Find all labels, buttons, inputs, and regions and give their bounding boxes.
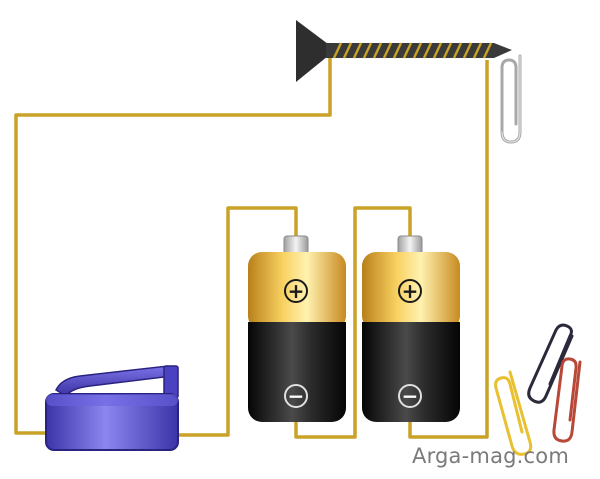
- screw-head: [296, 20, 328, 82]
- wire-switch-to-left-battery: [178, 206, 298, 437]
- battery-negative-half: [362, 322, 460, 422]
- paperclip-icon: [500, 54, 522, 144]
- switch-lever: [55, 365, 174, 397]
- clip-dark: [527, 323, 574, 404]
- svg-text:−: −: [402, 384, 419, 408]
- watermark-text: Arga-mag.com: [412, 444, 569, 468]
- battery-right: + −: [362, 235, 460, 422]
- lever-switch-icon: [45, 365, 179, 451]
- battery-positive-half: [362, 252, 460, 330]
- battery-left: + −: [248, 235, 346, 422]
- wire-left-to-right-battery: [294, 206, 412, 439]
- screw-tip: [494, 43, 512, 58]
- clip-yellow: [494, 370, 533, 456]
- clip-red: [552, 357, 582, 443]
- wire-screw-to-switch: [14, 52, 332, 435]
- battery-negative-half: [248, 322, 346, 422]
- paperclip-pile-icon: [494, 323, 582, 456]
- svg-text:−: −: [288, 384, 305, 408]
- negative-symbol-icon: −: [284, 384, 308, 408]
- positive-symbol-icon: +: [398, 279, 422, 303]
- copper-coil-winding-icon: [332, 42, 493, 59]
- circuit-wires: [14, 52, 489, 439]
- svg-text:+: +: [402, 279, 419, 303]
- positive-symbol-icon: +: [284, 279, 308, 303]
- negative-symbol-icon: −: [398, 384, 422, 408]
- svg-text:+: +: [288, 279, 305, 303]
- battery-positive-half: [248, 252, 346, 330]
- wire-right-battery-to-coil: [408, 60, 489, 439]
